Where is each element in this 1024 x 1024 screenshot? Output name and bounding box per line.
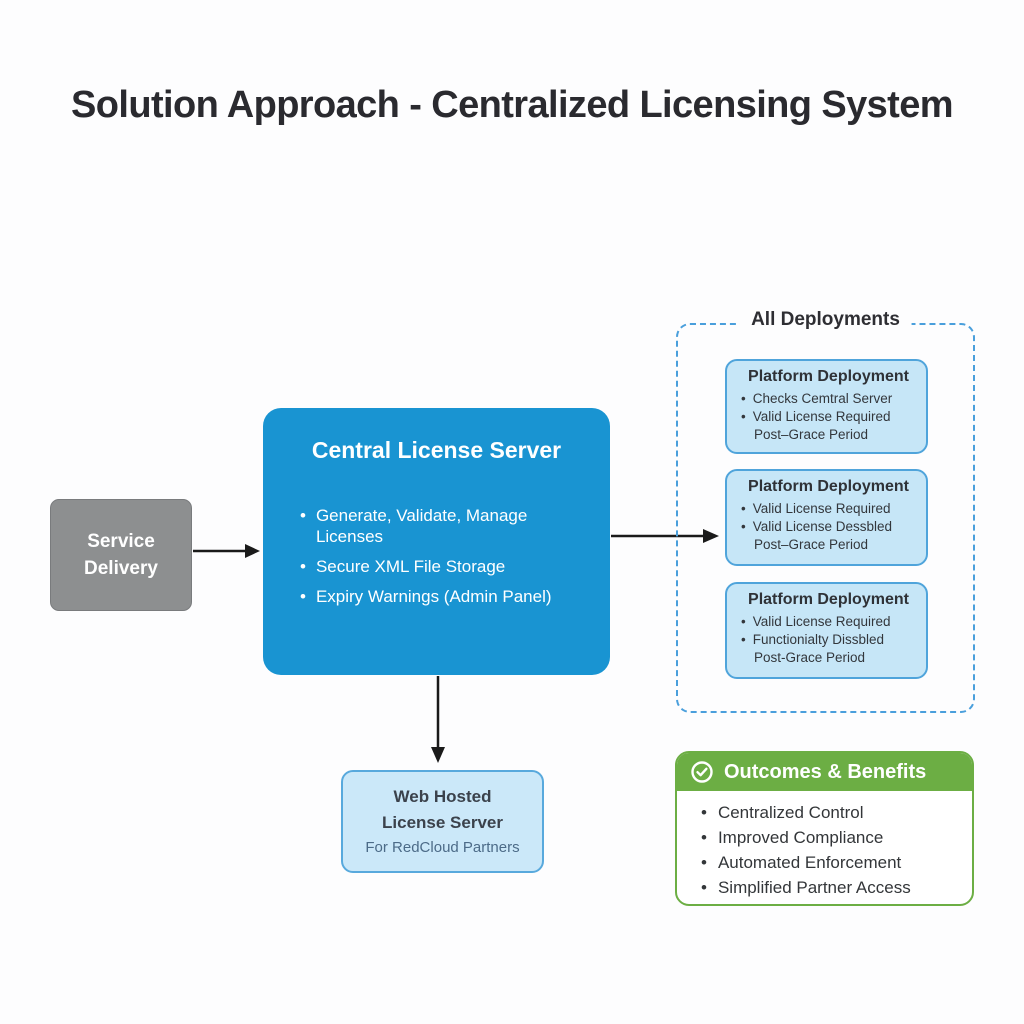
list-item: • Simplified Partner Access (701, 875, 964, 900)
bullet-icon: • (741, 519, 746, 534)
list-item-text: Post-Grace Period (754, 650, 866, 665)
bullet-icon: • (300, 587, 306, 606)
list-item: • Functionialty Dissbled (741, 631, 916, 649)
list-item-text: Valid License Dessbled (752, 519, 893, 534)
check-circle-icon (691, 761, 713, 783)
list-item-text: Checks Cemtral Server (752, 391, 893, 406)
page-title: Solution Approach - Centralized Licensin… (71, 84, 954, 126)
bullet-icon: • (701, 853, 707, 872)
central-license-server-title: Central License Server (311, 437, 562, 463)
outcomes-benefits-title: Outcomes & Benefits (724, 760, 927, 783)
list-item-text: Valid License Required (752, 614, 891, 629)
central-license-server-box: Central License Server • Generate, Valid… (263, 408, 610, 675)
arrow-service-to-central-icon (193, 544, 260, 558)
web-hosted-license-server-box: Web Hosted License Server For RedCloud P… (341, 770, 544, 873)
service-delivery-label-line1: Service (87, 531, 155, 552)
service-delivery-box: Service Delivery (50, 499, 192, 611)
list-item-text: Expiry Warnings (Admin Panel) (315, 587, 552, 606)
web-hosted-title-line1: Web Hosted (393, 786, 492, 806)
list-item-text: Generate, Validate, Manage Licenses (315, 506, 528, 546)
list-item: • Secure XML File Storage (300, 556, 596, 577)
outcomes-benefits-box: Outcomes & Benefits • Centralized Contro… (675, 751, 974, 906)
platform-deployment-title: Platform Deployment (748, 478, 909, 495)
web-hosted-title-line2: License Server (382, 812, 503, 832)
outcomes-benefits-list: • Centralized Control • Improved Complia… (677, 791, 972, 900)
service-delivery-label-line2: Delivery (84, 558, 158, 579)
list-item-continuation: Post-Grace Period (741, 649, 916, 667)
list-item: • Valid License Required (741, 408, 916, 426)
arrow-central-to-webhosted-icon (431, 676, 445, 763)
list-item: • Valid License Required (741, 500, 916, 518)
bullet-icon: • (741, 501, 746, 516)
bullet-icon: • (701, 878, 707, 897)
list-item-text: Valid License Required (752, 409, 891, 424)
central-license-server-bullets: • Generate, Validate, Manage Licenses • … (263, 505, 610, 607)
platform-deployment-title: Platform Deployment (748, 368, 909, 385)
all-deployments-group: All Deployments Platform Deployment • Ch… (676, 309, 975, 713)
list-item: • Checks Cemtral Server (741, 390, 916, 408)
web-hosted-subtitle: For RedCloud Partners (365, 838, 520, 856)
platform-deployment-card-3: Platform Deployment • Valid License Requ… (725, 582, 928, 679)
list-item: • Valid License Required (741, 613, 916, 631)
list-item: • Improved Compliance (701, 825, 964, 850)
list-item-text: Simplified Partner Access (717, 878, 911, 897)
list-item-text: Improved Compliance (717, 828, 884, 847)
bullet-icon: • (701, 828, 707, 847)
list-item: • Centralized Control (701, 800, 964, 825)
bullet-icon: • (300, 506, 306, 525)
list-item-text: Secure XML File Storage (315, 557, 506, 576)
bullet-icon: • (300, 557, 306, 576)
list-item-continuation: Post–Grace Period (741, 426, 916, 444)
outcomes-benefits-header: Outcomes & Benefits (677, 753, 972, 791)
list-item-text: Post–Grace Period (754, 537, 869, 552)
platform-deployment-card-1: Platform Deployment • Checks Cemtral Ser… (725, 359, 928, 454)
list-item: • Expiry Warnings (Admin Panel) (300, 586, 596, 607)
platform-deployment-title: Platform Deployment (748, 591, 909, 608)
list-item: • Automated Enforcement (701, 850, 964, 875)
list-item-text: Valid License Required (752, 501, 891, 516)
list-item: • Valid License Dessbled (741, 518, 916, 536)
bullet-icon: • (741, 614, 746, 629)
list-item-text: Centralized Control (717, 803, 864, 822)
all-deployments-label: All Deployments (739, 309, 912, 331)
list-item-continuation: Post–Grace Period (741, 536, 916, 554)
list-item-text: Functionialty Dissbled (752, 632, 885, 647)
list-item-text: Automated Enforcement (717, 853, 902, 872)
bullet-icon: • (701, 803, 707, 822)
platform-deployment-card-2: Platform Deployment • Valid License Requ… (725, 469, 928, 566)
bullet-icon: • (741, 391, 746, 406)
list-item: • Generate, Validate, Manage Licenses (300, 505, 596, 547)
list-item-text: Post–Grace Period (754, 427, 869, 442)
bullet-icon: • (741, 409, 746, 424)
bullet-icon: • (741, 632, 746, 647)
